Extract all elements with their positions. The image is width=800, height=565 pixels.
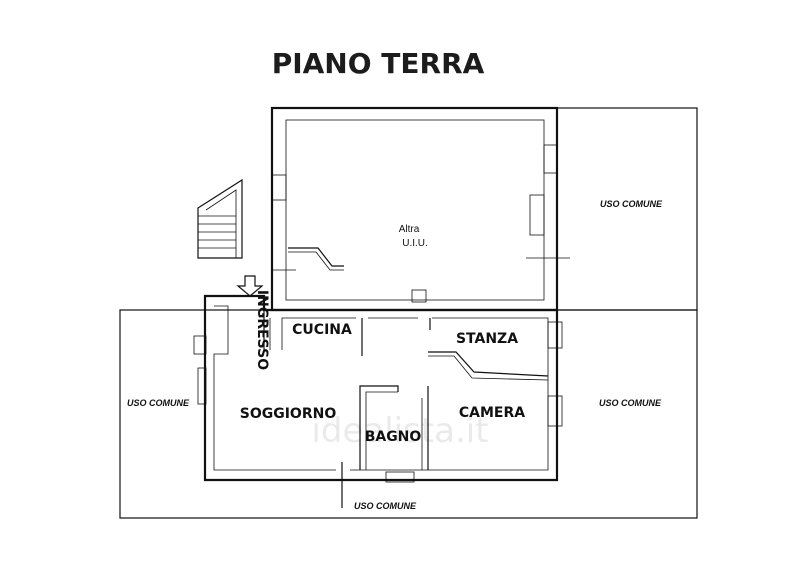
- plan-title: PIANO TERRA: [272, 47, 485, 80]
- area-label-uso-comune-right: USO COMUNE: [599, 398, 662, 408]
- external-staircase: [197, 178, 243, 259]
- area-label-uso-comune-top-right: USO COMUNE: [600, 199, 663, 209]
- area-label-uso-comune-left: USO COMUNE: [127, 398, 190, 408]
- watermark: idealista.it: [311, 411, 488, 451]
- altra-label-line2: U.I.U.: [402, 238, 428, 249]
- room-label-stanza: STANZA: [456, 331, 518, 347]
- room-label-camera: CAMERA: [459, 405, 525, 421]
- room-label-bagno: BAGNO: [365, 429, 422, 445]
- area-label-uso-comune-bottom: USO COMUNE: [354, 501, 417, 511]
- room-label-soggiorno: SOGGIORNO: [240, 406, 337, 422]
- outer-boundary: [119, 107, 698, 519]
- apartment-walls: [193, 294, 563, 508]
- room-label-cucina: CUCINA: [292, 322, 352, 338]
- room-label-ingresso: INGRESSO: [254, 290, 270, 370]
- altra-uiu-walls: [270, 106, 570, 312]
- entrance-arrow: [236, 275, 264, 297]
- altra-label-line1: Altra: [399, 224, 420, 235]
